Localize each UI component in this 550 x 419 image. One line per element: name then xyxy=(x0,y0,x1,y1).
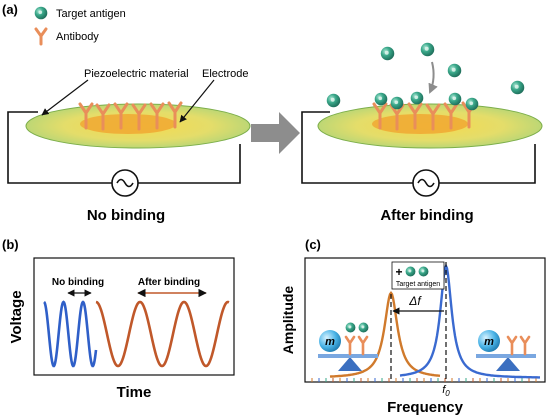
antigen-legend-icon xyxy=(34,6,48,20)
antigen-icon xyxy=(390,96,404,110)
annotation-no-binding: No binding xyxy=(52,277,104,288)
sensor-no-binding: Piezoelectric material Electrode No bind… xyxy=(7,68,251,224)
ac-wave-icon xyxy=(116,178,134,188)
electrode-left xyxy=(80,114,176,134)
circuit-wire-right xyxy=(301,111,536,184)
frequency-axis-label: Frequency xyxy=(387,399,464,416)
caption-no-binding: No binding xyxy=(87,207,165,224)
antigen-icon xyxy=(345,322,356,333)
inset-target-antigen-label: Target antigen xyxy=(396,281,440,288)
antigen-icon xyxy=(448,92,462,106)
amplitude-axis-label: Amplitude xyxy=(280,286,296,355)
mass-ball-icon xyxy=(478,330,500,352)
frequency-ticks xyxy=(311,378,537,382)
binding-arrow-icon xyxy=(428,61,438,94)
inset-plus: + xyxy=(395,265,402,279)
delta-f-label: Δf xyxy=(408,294,422,308)
voltage-axis-label: Voltage xyxy=(8,290,25,343)
antigen-icon xyxy=(326,93,341,108)
f0-label: f0 xyxy=(442,384,450,398)
antigen-icon xyxy=(510,80,525,95)
time-axis-label: Time xyxy=(117,384,152,401)
callout-electrode: Electrode xyxy=(202,68,248,80)
antigen-icon xyxy=(410,91,424,105)
inset-target-antigen: + Target antigen xyxy=(391,261,445,290)
panel-a: (a) Target antigen Antibody xyxy=(2,2,543,224)
electrode-right xyxy=(372,114,468,134)
panel-c-tag: (c) xyxy=(305,237,321,252)
mass-ball-icon xyxy=(319,330,341,352)
voltage-wave-after-binding xyxy=(95,300,230,368)
balance-after-binding: m xyxy=(318,322,378,371)
antigen-icon xyxy=(405,266,416,277)
legend-antibody-label: Antibody xyxy=(56,31,99,43)
panel-a-tag: (a) xyxy=(2,2,18,17)
mass-label-left: m xyxy=(325,336,335,348)
antigen-icon xyxy=(465,97,479,111)
antigen-icon xyxy=(380,46,395,61)
antigen-icon xyxy=(447,63,462,78)
balance-no-binding: m xyxy=(476,330,536,371)
panel-b: (b) No binding After binding Voltage Tim… xyxy=(2,237,235,401)
antigen-icon xyxy=(374,92,388,106)
legend: Target antigen Antibody xyxy=(34,6,126,46)
caption-after-binding: After binding xyxy=(380,207,473,224)
callout-arrows-left xyxy=(41,79,215,123)
resonance-peak-no-binding xyxy=(399,263,540,379)
resonance-peak-after-binding xyxy=(329,291,441,378)
transition-arrow-icon xyxy=(251,112,300,154)
legend-antigen-label: Target antigen xyxy=(56,8,126,20)
free-antigens xyxy=(326,42,525,108)
sensor-after-binding: After binding xyxy=(301,42,543,224)
ac-wave-icon xyxy=(417,178,435,188)
voltage-wave-no-binding xyxy=(43,300,98,368)
antigen-icon xyxy=(358,322,369,333)
antibody-legend-icon xyxy=(34,27,48,46)
antigen-icon xyxy=(420,42,435,57)
annotation-after-binding: After binding xyxy=(138,277,200,288)
callout-piezoelectric: Piezoelectric material xyxy=(84,68,189,80)
panel-c: (c) Δf + Target antigen m xyxy=(280,237,546,416)
antibody-array-left xyxy=(78,101,183,131)
panel-b-tag: (b) xyxy=(2,237,19,252)
circuit-wire-left xyxy=(7,111,241,184)
mass-label-right: m xyxy=(484,336,494,348)
antigen-icon xyxy=(418,266,429,277)
